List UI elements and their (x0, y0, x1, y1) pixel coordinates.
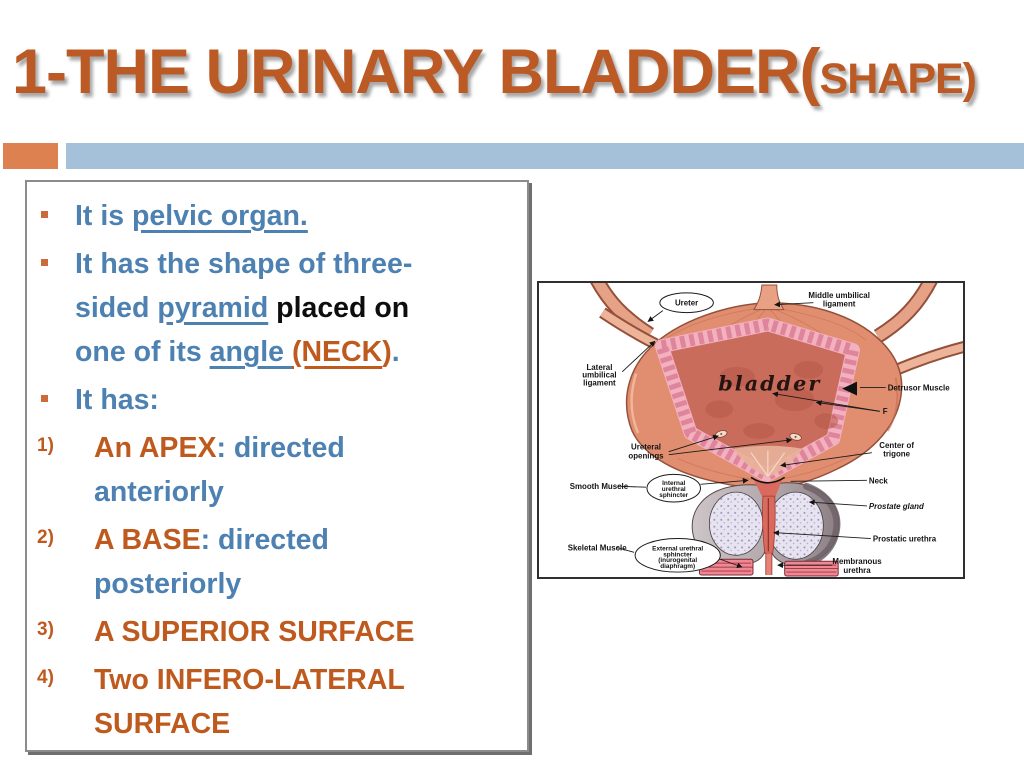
leader-lines (616, 301, 886, 569)
f-label: F (883, 407, 888, 416)
internal-sphincter-label: sphincter (659, 492, 688, 499)
ureter-label: Ureter (675, 299, 698, 308)
bullet-marker (27, 242, 75, 374)
external-sphincter-label: (inurogenital (658, 557, 697, 564)
external-sphincter-label: External urethral (652, 545, 703, 552)
lateral-umbilical-label: umbilical (582, 371, 616, 380)
slide-title-main: 1-THE URINARY BLADDER( (12, 37, 821, 107)
text-run: Two INFERO-LATERAL (94, 664, 405, 696)
bladder-figure: bladder (537, 275, 969, 579)
bullet-square-icon (41, 211, 48, 218)
text-run: angle (209, 336, 292, 368)
text-run: : directed (200, 524, 329, 556)
bullet-text: It has: (75, 378, 527, 422)
text-run: anteriorly (94, 476, 224, 508)
content-panel: It is pelvic organ. It has the shape of … (25, 180, 529, 752)
bullet-marker (27, 378, 75, 422)
text-run: posteriorly (94, 568, 242, 600)
internal-sphincter-label: urethral (662, 486, 686, 493)
bullet-text: It has the shape of three- sided pyramid… (75, 242, 527, 374)
text-run: It has: (75, 384, 159, 416)
membranous-urethra-label: urethra (843, 566, 871, 575)
internal-sphincter-label: Internal (662, 480, 685, 487)
trigone-label: Center of (879, 441, 914, 450)
text-run (268, 292, 276, 324)
text-run: It is (75, 200, 133, 232)
prostatic-urethra-label: Prostatic urethra (873, 534, 937, 543)
text-run: SURFACE (94, 708, 231, 740)
ureter-tubes (589, 275, 969, 378)
item-number: 2) (37, 527, 54, 548)
bullet-item: It has the shape of three- sided pyramid… (27, 242, 527, 374)
text-run: An APEX (94, 432, 217, 464)
item-text: A BASE: directed posteriorly (94, 518, 527, 606)
slide-title: 1-THE URINARY BLADDER(SHAPE) (12, 36, 1020, 108)
neck-label: Neck (869, 476, 889, 485)
text-run: ) (382, 336, 392, 368)
external-sphincter-label: sphincter (663, 551, 692, 558)
text-run: pelvic organ. (132, 200, 308, 232)
middle-umbilical-label: ligament (823, 300, 856, 309)
text-run: It has the shape of three- (75, 248, 413, 280)
numbered-item: 2) A BASE: directed posteriorly (27, 518, 527, 606)
bladder-cavity (654, 317, 860, 483)
membranous-urethra-label: Membranous (832, 557, 882, 566)
bullet-text: It is pelvic organ. (75, 194, 527, 238)
item-number: 1) (37, 435, 54, 456)
prostate-gland-label: Prostate gland (869, 502, 924, 511)
lateral-umbilical-label: Lateral (586, 363, 612, 372)
ureteral-openings-label: Ureteral (631, 443, 661, 452)
bladder-illustration: bladder (568, 275, 969, 577)
bladder-label: bladder (718, 372, 821, 396)
skeletal-muscle-label: Skeletal Muscle (568, 543, 628, 552)
bullet-square-icon (41, 259, 48, 266)
item-text: A SUPERIOR SURFACE (94, 610, 527, 654)
item-number: 4) (37, 667, 54, 688)
text-run: (NECK (291, 336, 383, 368)
bullet-item: It is pelvic organ. (27, 194, 527, 238)
middle-umbilical-label: Middle umbilical (808, 291, 870, 300)
text-run: one of its (75, 336, 210, 368)
smooth-muscle-label: Smooth Muscle (570, 482, 629, 491)
text-run: . (391, 336, 400, 368)
bullet-item: It has: (27, 378, 527, 422)
text-run: sided (75, 292, 158, 324)
item-text: Two INFERO-LATERAL SURFACE (94, 658, 527, 746)
ureteral-openings-label: openings (628, 452, 664, 461)
item-text: An APEX: directed anteriorly (94, 426, 527, 514)
numbered-item: 3) A SUPERIOR SURFACE (27, 610, 527, 654)
external-sphincter-oval (634, 538, 721, 573)
trigone-label: trigone (883, 450, 910, 459)
detrusor-label: Detrusor Muscle (888, 384, 951, 393)
ureter-label-oval (659, 292, 714, 314)
accent-square (3, 143, 58, 169)
external-sphincter-label: diaphragm) (660, 563, 695, 570)
internal-sphincter-oval (646, 473, 701, 503)
urethra (750, 476, 786, 576)
text-run: A BASE (94, 524, 201, 556)
text-run: pyramid (157, 292, 269, 324)
text-run: placed on (276, 292, 410, 324)
lateral-umbilical-label: ligament (583, 379, 616, 388)
prostate (691, 482, 841, 567)
text-run: A SUPERIOR SURFACE (94, 616, 415, 648)
bullet-marker (27, 194, 75, 238)
slide-title-sub: SHAPE) (819, 55, 977, 103)
text-run: : directed (216, 432, 345, 464)
item-number: 3) (37, 619, 54, 640)
numbered-item: 4) Two INFERO-LATERAL SURFACE (27, 658, 527, 746)
bullet-square-icon (41, 395, 48, 402)
accent-bar (66, 143, 1024, 169)
numbered-item: 1) An APEX: directed anteriorly (27, 426, 527, 514)
